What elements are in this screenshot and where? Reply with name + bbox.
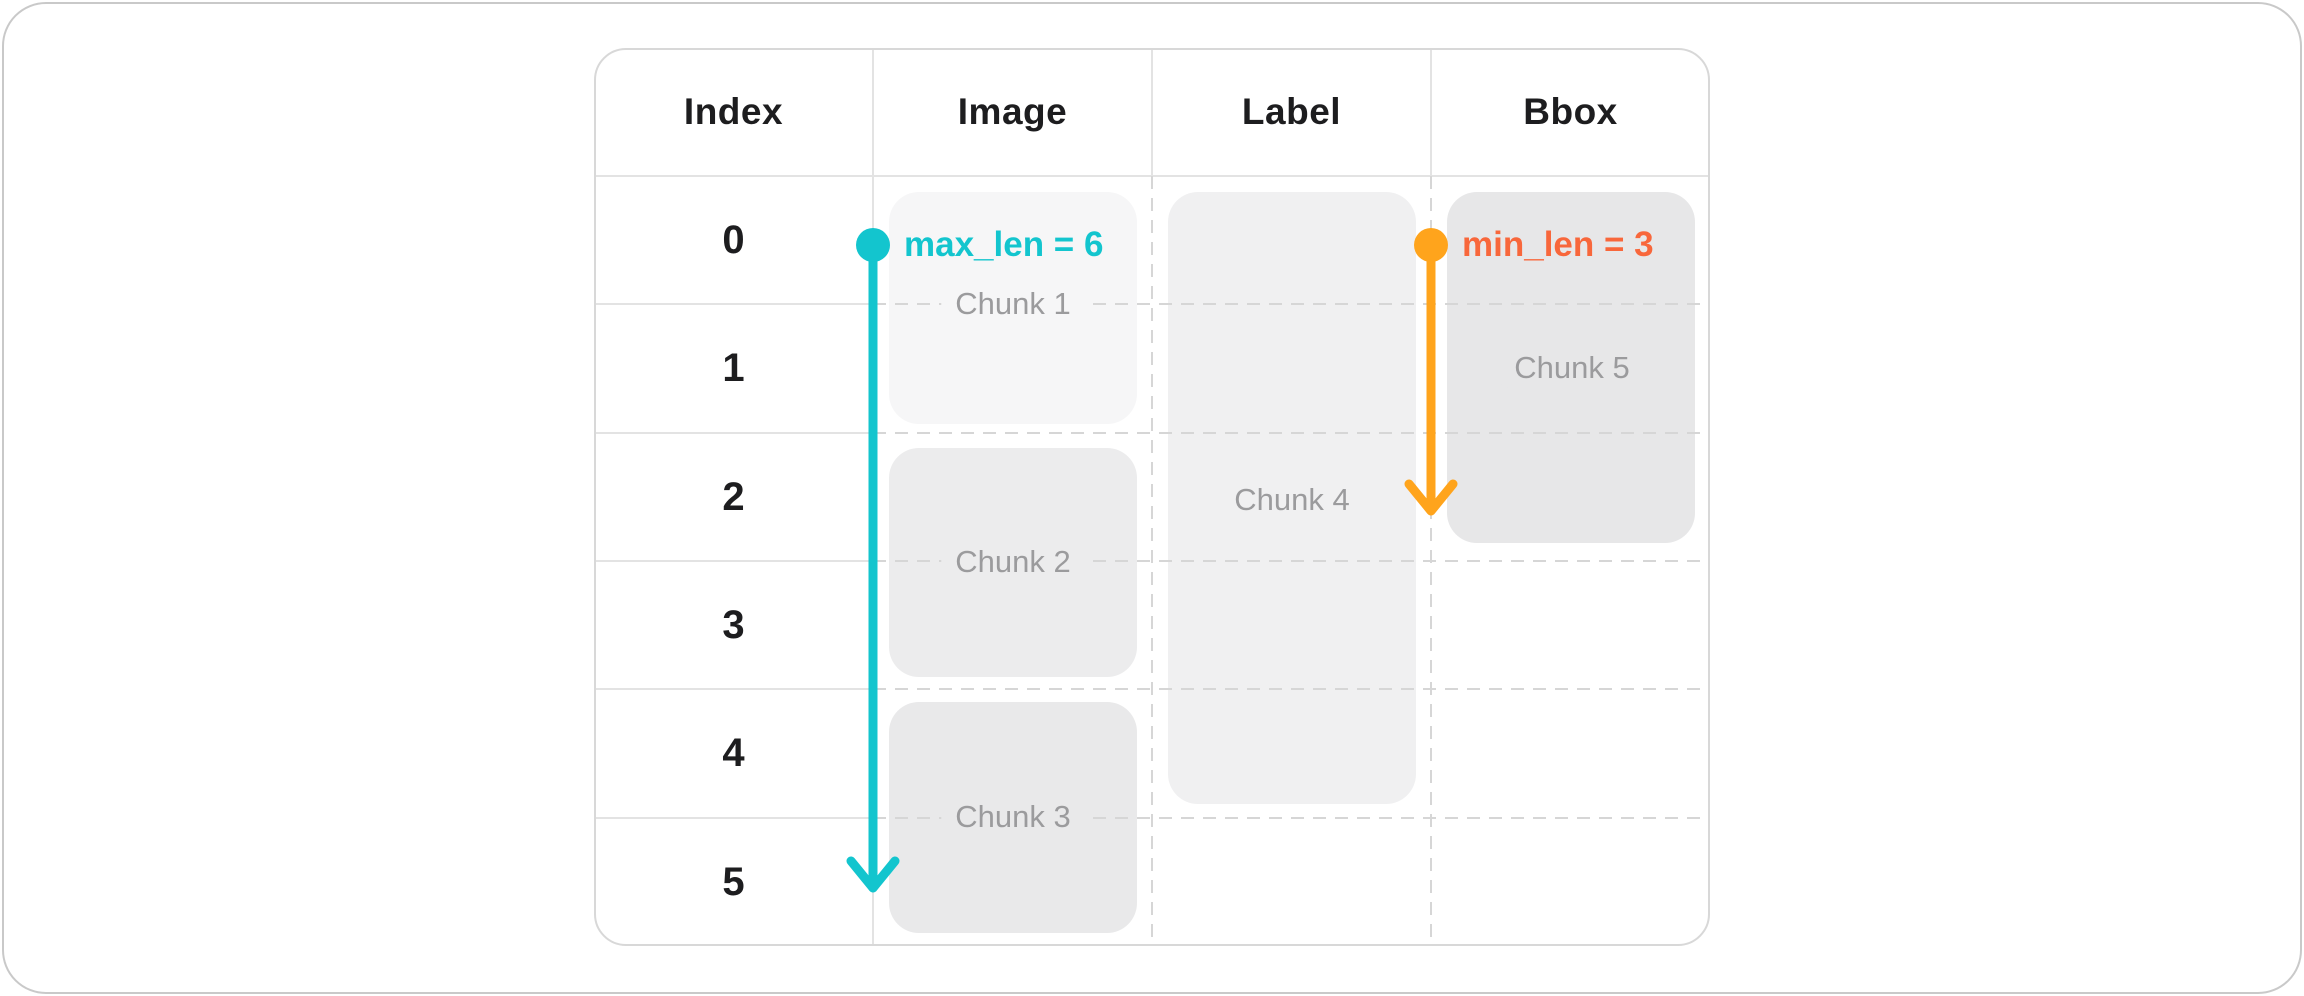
index-value-1: 1	[722, 346, 745, 390]
min-len-dot	[1414, 228, 1448, 262]
index-value-2: 2	[722, 474, 745, 519]
max-len-arrow	[846, 228, 900, 893]
chunk-4-label: Chunk 4	[1220, 480, 1364, 520]
column-header-bbox: Bbox	[1523, 91, 1618, 132]
chunk-5-label: Chunk 5	[1500, 348, 1644, 388]
column-header-index: Index	[683, 91, 784, 132]
index-value-0: 0	[722, 217, 745, 262]
min-len-arrow	[1404, 228, 1458, 516]
max-len-dot	[856, 228, 890, 262]
chunk-2-label: Chunk 2	[941, 542, 1085, 582]
column-header-image: Image	[957, 91, 1068, 132]
min-len-label: min_len = 3	[1462, 225, 1654, 264]
max-len-label: max_len = 6	[904, 225, 1104, 264]
index-value-5: 5	[722, 859, 745, 904]
chunk-1-label: Chunk 1	[941, 284, 1085, 324]
index-value-3: 3	[722, 602, 745, 647]
index-value-4: 4	[722, 731, 745, 775]
chunk-3-label: Chunk 3	[941, 797, 1085, 837]
column-header-label: Label	[1241, 91, 1342, 132]
